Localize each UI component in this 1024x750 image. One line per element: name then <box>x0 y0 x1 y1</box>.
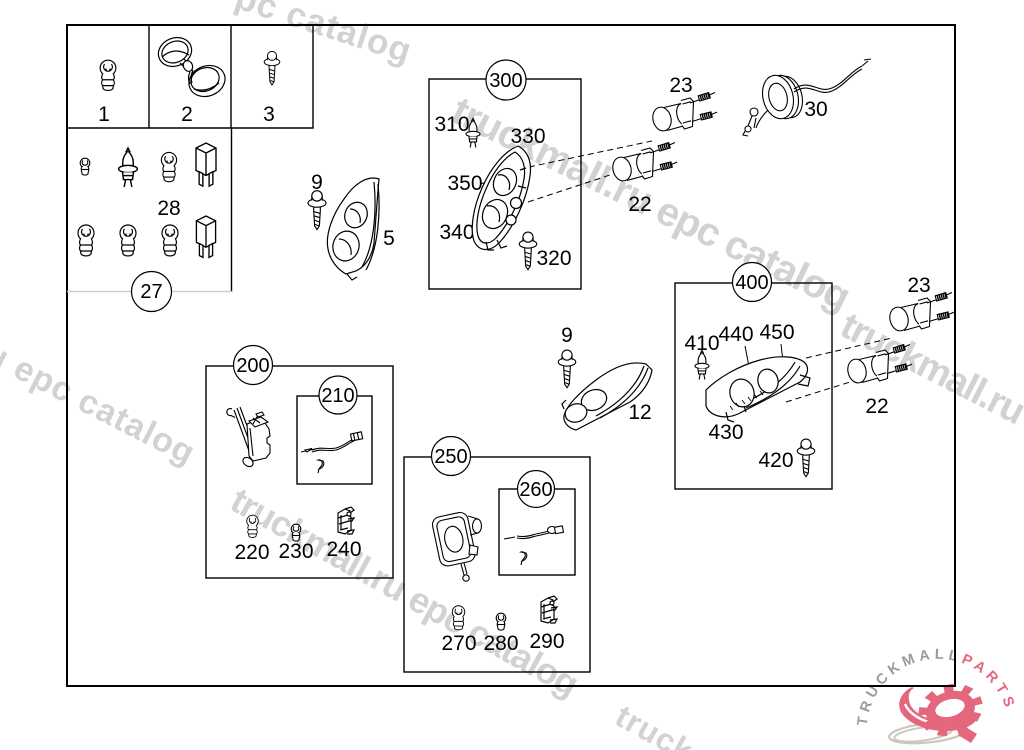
svg-text:340: 340 <box>439 221 474 244</box>
svg-text:240: 240 <box>326 538 361 561</box>
svg-text:410: 410 <box>684 332 719 355</box>
svg-text:27: 27 <box>140 281 162 303</box>
svg-text:220: 220 <box>234 541 269 564</box>
svg-text:310: 310 <box>434 113 469 136</box>
svg-text:12: 12 <box>628 401 651 424</box>
svg-text:290: 290 <box>529 630 564 653</box>
svg-text:250: 250 <box>434 446 467 468</box>
svg-text:1: 1 <box>98 103 110 126</box>
svg-text:300: 300 <box>489 70 522 92</box>
svg-text:280: 280 <box>483 632 518 655</box>
svg-text:5: 5 <box>383 227 395 250</box>
svg-text:430: 430 <box>708 421 743 444</box>
svg-text:2: 2 <box>181 103 193 126</box>
svg-text:350: 350 <box>447 172 482 195</box>
svg-text:210: 210 <box>321 385 354 407</box>
svg-text:320: 320 <box>536 247 571 270</box>
svg-text:420: 420 <box>758 449 793 472</box>
svg-text:440: 440 <box>718 323 753 346</box>
svg-text:9: 9 <box>311 171 323 194</box>
svg-text:200: 200 <box>236 355 269 377</box>
svg-text:22: 22 <box>628 193 651 216</box>
svg-text:260: 260 <box>519 479 552 501</box>
svg-text:400: 400 <box>735 272 768 294</box>
svg-text:30: 30 <box>804 98 827 121</box>
svg-text:22: 22 <box>865 395 888 418</box>
svg-text:270: 270 <box>441 632 476 655</box>
svg-text:9: 9 <box>561 324 573 347</box>
svg-text:330: 330 <box>510 125 545 148</box>
svg-text:450: 450 <box>759 321 794 344</box>
svg-text:3: 3 <box>263 103 275 126</box>
svg-text:28: 28 <box>157 197 180 220</box>
svg-text:23: 23 <box>669 74 692 97</box>
svg-text:23: 23 <box>907 274 930 297</box>
svg-text:230: 230 <box>278 540 313 563</box>
